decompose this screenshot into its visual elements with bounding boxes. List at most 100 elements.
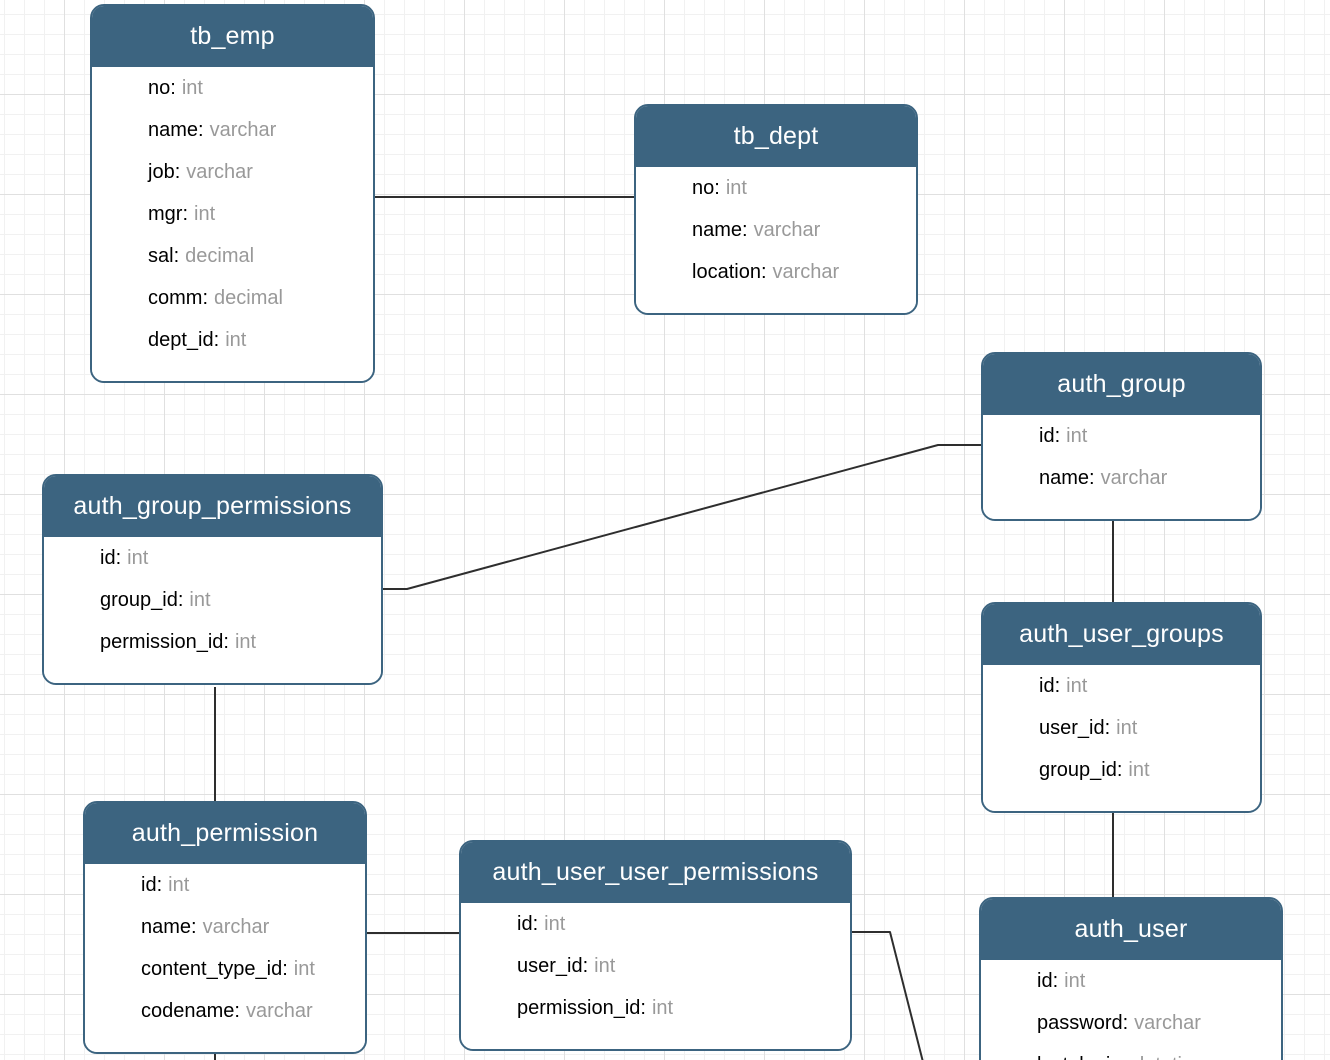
field-row-id[interactable]: id:int [85,864,365,906]
field-row-last_login[interactable]: last_login: datetime [981,1044,1281,1060]
field-type: int [725,177,747,199]
field-type: varchar [1134,1012,1201,1034]
field-row-id[interactable]: id:int [981,960,1281,1002]
field-name: job [148,161,175,183]
field-type: decimal [185,245,255,267]
field-row-name[interactable]: name:varchar [983,457,1260,499]
field-type: varchar [202,916,270,938]
field-type: int [293,958,315,980]
field-row-sal[interactable]: sal:decimal [92,235,373,277]
field-name: no [692,177,715,199]
field-type: int [189,589,211,611]
field-separator: : [198,119,204,141]
field-separator: : [1122,1054,1128,1060]
field-row-name[interactable]: name:varchar [636,209,916,251]
field-type: int [651,997,674,1019]
field-name: location [692,261,761,283]
field-type: int [225,329,247,351]
field-row-location[interactable]: location:varchar [636,251,916,293]
table-title[interactable]: tb_dept [636,106,916,167]
field-name: content_type_id [141,958,283,980]
field-separator: : [640,997,646,1019]
field-row-dept_id[interactable]: dept_id:int [92,319,373,361]
field-row-user_id[interactable]: user_id:int [461,945,850,987]
relationship-connector-auth_group_permissions-auth_group[interactable] [383,444,981,590]
field-row-content_type_id[interactable]: content_type_id:int [85,948,365,990]
field-type: datetime [1133,1054,1210,1060]
field-separator: : [174,161,181,183]
field-separator: : [742,219,748,241]
field-row-id[interactable]: id:int [461,903,850,945]
table-title[interactable]: auth_user_groups [983,604,1260,665]
field-name: id [1037,970,1053,992]
field-name: id [100,547,116,569]
field-row-name[interactable]: name:varchar [85,906,365,948]
field-row-codename[interactable]: codename:varchar [85,990,365,1032]
field-row-id[interactable]: id:int [983,665,1260,707]
field-separator: : [202,287,209,309]
table-title[interactable]: auth_group_permissions [44,476,381,537]
field-row-no[interactable]: no:int [636,167,916,209]
table-title[interactable]: auth_user_user_permissions [461,842,850,903]
field-row-job[interactable]: job:varchar [92,151,373,193]
field-row-group_id[interactable]: group_id:int [983,749,1260,791]
field-row-mgr[interactable]: mgr:int [92,193,373,235]
field-row-permission_id[interactable]: permission_id:int [44,621,381,663]
table-title[interactable]: auth_user [981,899,1281,960]
field-name: id [1039,425,1055,447]
field-row-comm[interactable]: comm:decimal [92,277,373,319]
field-separator: : [282,958,288,980]
field-type: int [594,955,616,977]
table-title[interactable]: tb_emp [92,6,373,67]
entity-table-auth_user[interactable]: auth_userid:intpassword:varcharlast_logi… [979,897,1283,1060]
field-type: int [544,913,566,935]
table-title[interactable]: auth_group [983,354,1260,415]
field-type: int [1066,675,1088,697]
field-row-name[interactable]: name:varchar [92,109,373,151]
field-row-user_id[interactable]: user_id:int [983,707,1260,749]
field-separator: : [532,913,539,935]
field-name: last_login [1037,1054,1122,1060]
field-name: name [1039,467,1090,489]
field-name: id [141,874,157,896]
table-title[interactable]: auth_permission [85,803,365,864]
field-separator: : [177,589,184,611]
field-separator: : [170,77,176,99]
field-name: id [1039,675,1055,697]
field-name: password [1037,1012,1123,1034]
field-separator: : [156,874,163,896]
field-name: name [692,219,743,241]
field-type: int [127,547,149,569]
field-type: int [194,203,216,225]
field-row-id[interactable]: id:int [44,537,381,579]
field-row-permission_id[interactable]: permission_id:int [461,987,850,1029]
field-type: int [1116,717,1138,739]
relationship-connector-auth_user_user_permissions-auth_user[interactable] [852,931,924,1060]
field-type: varchar [209,119,277,141]
field-row-password[interactable]: password:varchar [981,1002,1281,1044]
field-row-no[interactable]: no:int [92,67,373,109]
field-type: int [168,874,190,896]
field-type: decimal [214,287,283,309]
field-name: group_id [100,589,178,611]
field-row-id[interactable]: id:int [983,415,1260,457]
field-separator: : [115,547,122,569]
field-row-group_id[interactable]: group_id:int [44,579,381,621]
field-type: int [1066,425,1088,447]
